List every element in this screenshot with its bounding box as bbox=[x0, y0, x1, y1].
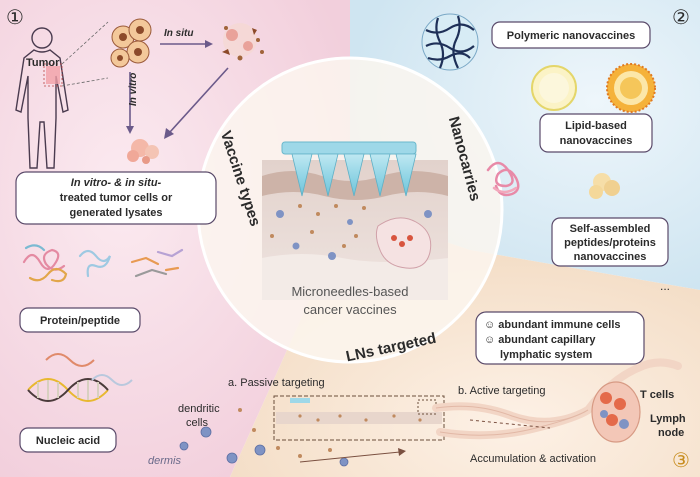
tumor-site-marker bbox=[46, 66, 60, 84]
nucleic-acid-icon bbox=[27, 353, 133, 402]
tumor-cells-box bbox=[15, 171, 217, 225]
in-vitro-arrowhead bbox=[126, 126, 134, 134]
passive-targeting-label: a. Passive targeting bbox=[228, 377, 325, 389]
dermis-label: dermis bbox=[148, 455, 182, 467]
microneedle-patch-base bbox=[281, 141, 417, 155]
tumor-cells-icon bbox=[110, 18, 152, 68]
lipid-nanoparticle-icon bbox=[606, 63, 656, 113]
t-cells-label: T cells bbox=[640, 389, 674, 401]
tumor-cells-line1: In vitro- & in situ- bbox=[71, 177, 162, 189]
center-title-line1: Microneedles-based bbox=[291, 284, 408, 299]
nucleic-acid-label: Nucleic acid bbox=[36, 435, 100, 447]
in-situ-label: In situ bbox=[164, 28, 193, 39]
passive-inset-skin bbox=[276, 412, 442, 424]
panel3-number: ③ bbox=[672, 450, 690, 472]
benefit-line3: lymphatic system bbox=[500, 349, 593, 361]
human-body-icon bbox=[15, 27, 69, 169]
lymph-node-line1: Lymph bbox=[650, 413, 686, 425]
tumor-site-frame bbox=[43, 63, 63, 87]
vessel-t-cells bbox=[391, 235, 413, 247]
panel2-number: ② bbox=[672, 7, 690, 29]
tumor-lysate-icon bbox=[127, 139, 159, 164]
benefit-line2: ☺ abundant capillary bbox=[484, 334, 596, 346]
lysate-arrowhead bbox=[164, 128, 174, 139]
active-targeting-path bbox=[469, 419, 551, 429]
zoom-line-top bbox=[61, 21, 109, 65]
lipid-line2: nanovaccines bbox=[560, 135, 633, 147]
tumor-cells-line2: treated tumor cells or bbox=[60, 192, 173, 204]
polymeric-label: Polymeric nanovaccines bbox=[507, 30, 635, 42]
self-assembled-peptide-icon bbox=[486, 161, 520, 197]
in-situ-arrowhead bbox=[205, 40, 213, 48]
lysate-arrow bbox=[169, 67, 229, 133]
polymeric-box bbox=[491, 21, 651, 49]
self-assembled-box bbox=[551, 217, 669, 267]
benefit-line1: ☺ abundant immune cells bbox=[484, 319, 621, 331]
accumulation-arrow bbox=[299, 451, 401, 463]
dendritic-cells-line2: cells bbox=[186, 417, 209, 429]
lymph-node-icon bbox=[591, 381, 641, 443]
in-vitro-label: In vitro bbox=[128, 73, 139, 106]
active-targeting-label: b. Active targeting bbox=[458, 385, 545, 397]
nucleic-acid-box bbox=[19, 427, 117, 453]
dendritic-cells-line1: dendritic bbox=[178, 403, 220, 415]
lymph-node-line2: node bbox=[658, 427, 684, 439]
skin-antigen-particles bbox=[270, 204, 366, 248]
accumulation-arrowhead bbox=[398, 448, 406, 456]
protein-peptide-icon bbox=[22, 244, 184, 283]
passive-inset-particles bbox=[298, 414, 422, 422]
lysed-tumor-cells-icon bbox=[222, 23, 264, 61]
tumor-label: Tumor bbox=[26, 57, 60, 69]
more-ellipsis: ... bbox=[660, 279, 670, 293]
passive-inset-patch bbox=[290, 398, 310, 403]
protein-peptide-label: Protein/peptide bbox=[40, 315, 120, 327]
self-line1: Self-assembled bbox=[570, 223, 651, 235]
self-line3: nanovaccines bbox=[574, 251, 647, 263]
panel1-number: ① bbox=[6, 7, 24, 29]
protein-peptide-box bbox=[19, 307, 141, 333]
zoom-line-bottom bbox=[61, 77, 109, 87]
self-line2: peptides/proteins bbox=[564, 237, 656, 249]
dermis-particles bbox=[238, 408, 332, 458]
polymeric-nanovaccine-icon bbox=[421, 13, 479, 71]
liposome-core bbox=[539, 73, 569, 103]
lymphatic-vessel-outline bbox=[435, 405, 589, 436]
self-assembled-protein-icon bbox=[589, 173, 620, 199]
lipid-line1: Lipid-based bbox=[565, 120, 627, 132]
accumulation-label: Accumulation & activation bbox=[470, 453, 596, 465]
microneedle-array bbox=[291, 153, 417, 197]
tumor-cells-line3: generated lysates bbox=[70, 207, 163, 219]
passive-inset-frame bbox=[273, 395, 445, 441]
ln-benefits-box bbox=[475, 311, 645, 365]
center-title-line2: cancer vaccines bbox=[303, 302, 397, 317]
lipid-box bbox=[539, 113, 653, 153]
